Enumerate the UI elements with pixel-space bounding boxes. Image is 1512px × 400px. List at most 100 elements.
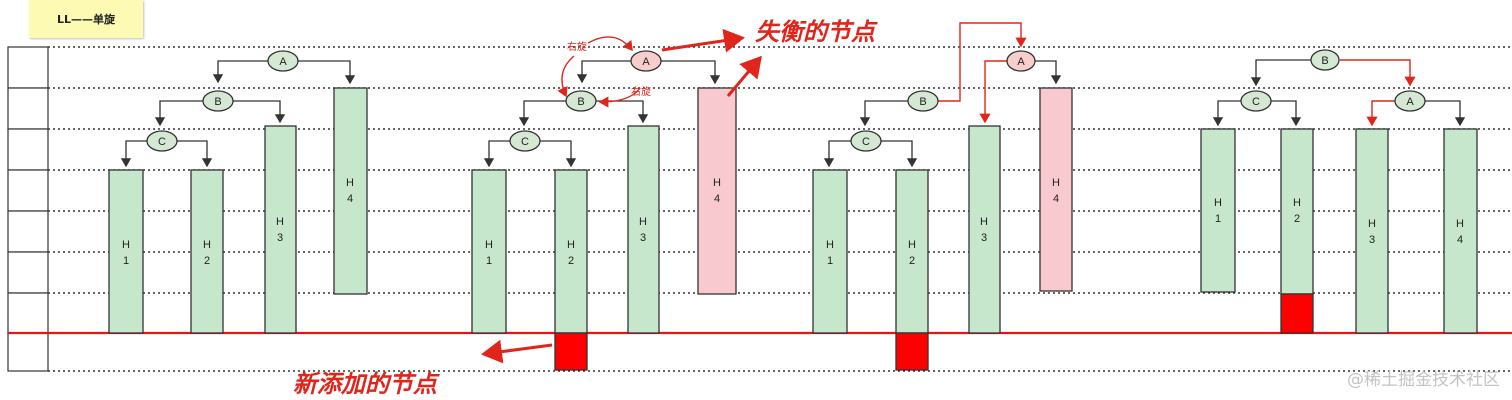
subtree-h4 bbox=[697, 87, 737, 295]
node-b-label: B bbox=[577, 96, 584, 108]
subtree-h4-label: H bbox=[713, 177, 721, 189]
subtree-h1-label: H bbox=[485, 239, 493, 251]
node-b-label: B bbox=[214, 96, 221, 108]
subtree-h2 bbox=[1280, 128, 1314, 295]
subtree-h3-num: 3 bbox=[1369, 234, 1375, 246]
subtree-h1 bbox=[812, 169, 848, 334]
stage-3-red-edges bbox=[938, 22, 1027, 124]
subtree-h4-num: 4 bbox=[347, 193, 353, 205]
subtree-h2-label: H bbox=[908, 239, 916, 251]
stage-1-edges bbox=[120, 60, 356, 168]
subtree-h2-label: H bbox=[1293, 197, 1301, 209]
subtree-h1-num: 1 bbox=[123, 255, 129, 267]
subtree-h2 bbox=[895, 169, 929, 334]
new-node-block bbox=[895, 332, 929, 371]
subtree-h1-num: 1 bbox=[827, 255, 833, 267]
subtree-h2-label: H bbox=[203, 239, 211, 251]
stage-1-subtrees bbox=[108, 87, 368, 334]
subtree-h1 bbox=[108, 169, 144, 334]
subtree-h4 bbox=[1443, 128, 1478, 334]
stage-2-subtrees bbox=[471, 87, 737, 371]
level-column bbox=[7, 46, 49, 372]
stage-3-edges bbox=[823, 60, 1062, 168]
subtree-h3 bbox=[627, 125, 660, 334]
watermark: @稀土掘金技术社区 bbox=[1347, 370, 1500, 390]
subtree-h2-num: 2 bbox=[204, 255, 210, 267]
node-c-label: C bbox=[521, 136, 529, 148]
node-b-label: B bbox=[919, 96, 926, 108]
subtree-h2-num: 2 bbox=[568, 255, 574, 267]
stage-4-subtrees bbox=[1200, 128, 1478, 334]
subtree-h1-label: H bbox=[122, 239, 130, 251]
node-a-label: A bbox=[1406, 96, 1414, 108]
subtree-h3-num: 3 bbox=[640, 232, 646, 244]
node-c bbox=[850, 130, 882, 152]
node-a-label: A bbox=[1017, 56, 1025, 68]
node-a-label: A bbox=[279, 56, 287, 68]
subtree-h1 bbox=[471, 169, 507, 334]
level-gridlines bbox=[48, 46, 1512, 372]
node-c-label: C bbox=[1252, 96, 1260, 108]
rotate-right-label: 右旋 bbox=[567, 40, 587, 53]
subtree-h3-num: 3 bbox=[981, 232, 987, 244]
subtree-h2 bbox=[554, 169, 588, 334]
subtree-h4-num: 4 bbox=[714, 193, 720, 205]
subtree-h4-label: H bbox=[1456, 218, 1464, 230]
subtree-h4-label: H bbox=[1052, 177, 1060, 189]
subtree-h3-label: H bbox=[1368, 218, 1376, 230]
node-b bbox=[1310, 49, 1340, 71]
subtree-h4-num: 4 bbox=[1457, 234, 1463, 246]
subtree-h1-num: 1 bbox=[486, 255, 492, 267]
subtree-h3-label: H bbox=[639, 216, 647, 228]
subtree-h2 bbox=[190, 169, 224, 334]
subtree-h3 bbox=[968, 125, 1001, 334]
node-c-label: C bbox=[862, 136, 870, 148]
subtree-h2-num: 2 bbox=[909, 255, 915, 267]
node-b-label: B bbox=[1321, 55, 1328, 67]
subtree-h4 bbox=[1039, 87, 1073, 292]
subtree-h3 bbox=[1355, 128, 1389, 334]
subtree-h1 bbox=[1200, 128, 1236, 293]
node-c bbox=[146, 130, 178, 152]
subtree-h2-num: 2 bbox=[1294, 213, 1300, 225]
node-a bbox=[1006, 50, 1036, 72]
subtree-h1-label: H bbox=[826, 239, 834, 251]
stage-2-nodes bbox=[509, 50, 662, 152]
node-a-label: A bbox=[642, 56, 650, 68]
rotate-arrows bbox=[557, 36, 641, 108]
subtree-h3-label: H bbox=[980, 216, 988, 228]
stage-4-edges bbox=[1212, 59, 1466, 127]
subtree-h4-label: H bbox=[346, 177, 354, 189]
node-c-label: C bbox=[158, 136, 166, 148]
rotate-right-label: 右旋 bbox=[631, 85, 651, 98]
callout-arrows bbox=[481, 28, 762, 364]
subtree-h3 bbox=[264, 125, 297, 334]
subtree-h4 bbox=[333, 87, 368, 295]
subtree-h3-label: H bbox=[276, 216, 284, 228]
stage-4-nodes bbox=[1240, 49, 1426, 112]
subtree-h1-label: H bbox=[1214, 197, 1222, 209]
unbalanced-node-annotation: 失衡的节点 bbox=[755, 17, 878, 46]
sticky-note-label: LL——单旋 bbox=[56, 13, 116, 26]
node-c bbox=[1240, 90, 1272, 112]
node-b bbox=[202, 90, 234, 112]
subtree-h4-num: 4 bbox=[1053, 193, 1059, 205]
sticky-note: LL——单旋 bbox=[29, 0, 143, 38]
subtree-h2-label: H bbox=[567, 239, 575, 251]
node-a bbox=[267, 50, 299, 72]
node-b bbox=[565, 90, 597, 112]
stage-1-nodes bbox=[146, 50, 299, 152]
node-c bbox=[509, 130, 541, 152]
stage-4-red-edges bbox=[1340, 59, 1416, 127]
subtree-h3-num: 3 bbox=[277, 232, 283, 244]
stage-3-nodes bbox=[850, 50, 1036, 152]
stage-3-subtrees bbox=[812, 87, 1073, 371]
new-node-block bbox=[1280, 293, 1314, 334]
node-b bbox=[907, 90, 939, 112]
subtree-h1-num: 1 bbox=[1215, 213, 1221, 225]
new-node-block bbox=[554, 332, 588, 371]
node-a bbox=[1394, 90, 1426, 112]
node-a bbox=[630, 50, 662, 72]
new-node-annotation: 新添加的节点 bbox=[293, 369, 440, 398]
